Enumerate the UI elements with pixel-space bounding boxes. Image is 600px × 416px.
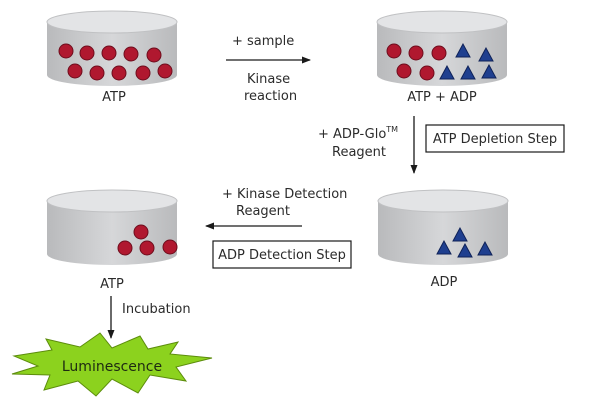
step-kinase-detection-label: + Kinase Detection	[222, 187, 347, 202]
step-incubation-label: Incubation	[122, 302, 191, 317]
luminescence-label: Luminescence	[62, 359, 162, 375]
atp-circles	[386, 43, 447, 81]
atp-circles	[58, 43, 173, 81]
adp-triangles	[436, 226, 493, 258]
well-label-atp-adp: ATP + ADP	[407, 90, 477, 105]
well-atp-end	[46, 189, 178, 265]
well-label-adp: ADP	[431, 275, 458, 290]
depletion-step-label: ATP Depletion Step	[433, 132, 557, 147]
luminescence-burst: Luminescence	[11, 332, 213, 397]
well-label-atp-end: ATP	[100, 277, 124, 292]
atp-circles	[117, 224, 178, 256]
step-adp-glo-label: + ADP-GloTM	[318, 125, 398, 142]
well-adp	[377, 189, 509, 265]
step-kinase-detection-reagent-label: Reagent	[236, 204, 290, 219]
step-kinase-label: Kinase	[247, 72, 290, 87]
step-adp-glo-reagent-label: Reagent	[332, 145, 386, 160]
detection-step-box	[212, 240, 352, 269]
well-atp-start	[46, 10, 178, 86]
detection-step-label: ADP Detection Step	[218, 248, 346, 263]
starburst-icon	[11, 332, 213, 397]
step-sample-label: + sample	[232, 34, 294, 49]
step-reaction-label: reaction	[244, 89, 297, 104]
adp-triangles	[439, 42, 497, 80]
well-atp-adp	[376, 10, 508, 86]
well-label-atp-start: ATP	[102, 90, 126, 105]
depletion-step-box	[425, 124, 565, 153]
